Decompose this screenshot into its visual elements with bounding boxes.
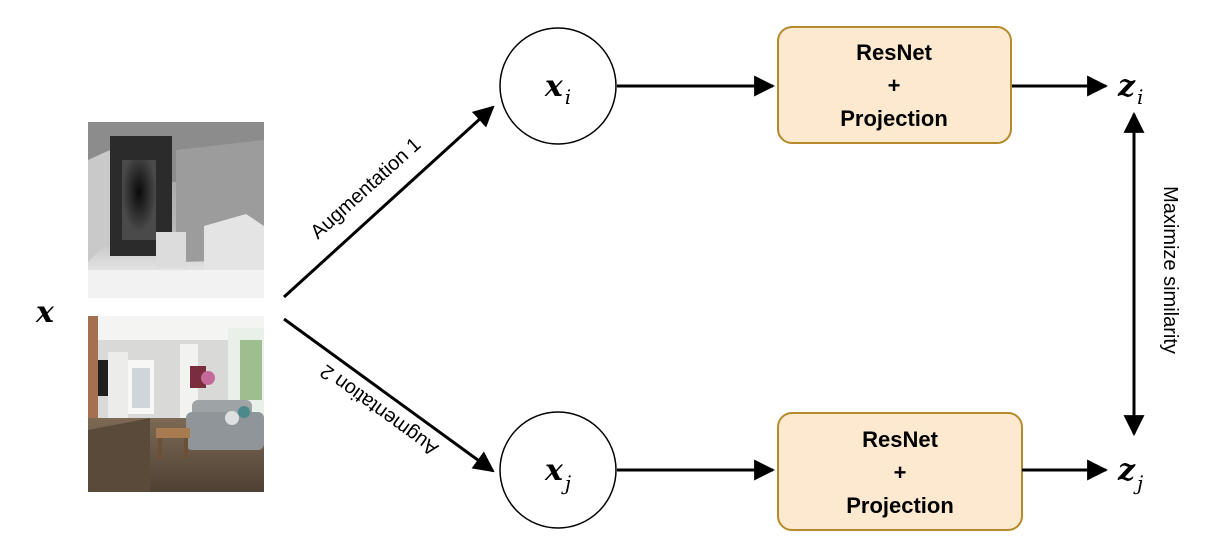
augmentation-2-arrow	[283, 317, 495, 473]
output-zi-symbol: z	[1117, 69, 1136, 104]
svg-text:xi: xi	[544, 69, 571, 109]
encoder-top-line2: +	[888, 73, 901, 98]
encoder-box-top: ResNet + Projection	[777, 26, 1012, 144]
view-j-subscript: j	[561, 471, 571, 495]
output-zj-symbol: z	[1117, 453, 1136, 488]
augmentation-1-arrow	[282, 105, 495, 299]
encoder-top-line1: ResNet	[856, 40, 932, 65]
encoder-box-bottom: ResNet + Projection	[777, 412, 1023, 531]
encoder-bottom-line2: +	[894, 460, 907, 485]
augmentation-2-label: Augmentation 2	[316, 360, 442, 460]
input-symbol: x	[35, 295, 55, 330]
view-i-subscript: i	[565, 85, 571, 109]
depth-image	[88, 122, 264, 298]
view-i-symbol: x	[544, 69, 564, 104]
output-zi-subscript: i	[1137, 85, 1143, 109]
output-zj-subscript: j	[1133, 471, 1143, 495]
augmentation-1-label: Augmentation 1	[307, 133, 426, 243]
encoder-bottom-line1: ResNet	[862, 427, 938, 452]
objective-label: Maximize similarity	[1159, 186, 1181, 354]
view-j-symbol: x	[544, 453, 564, 488]
svg-text:xj: xj	[544, 453, 571, 495]
encoder-bottom-line3: Projection	[846, 493, 954, 518]
encoder-top-line3: Projection	[840, 106, 948, 131]
room-photo	[88, 316, 264, 492]
